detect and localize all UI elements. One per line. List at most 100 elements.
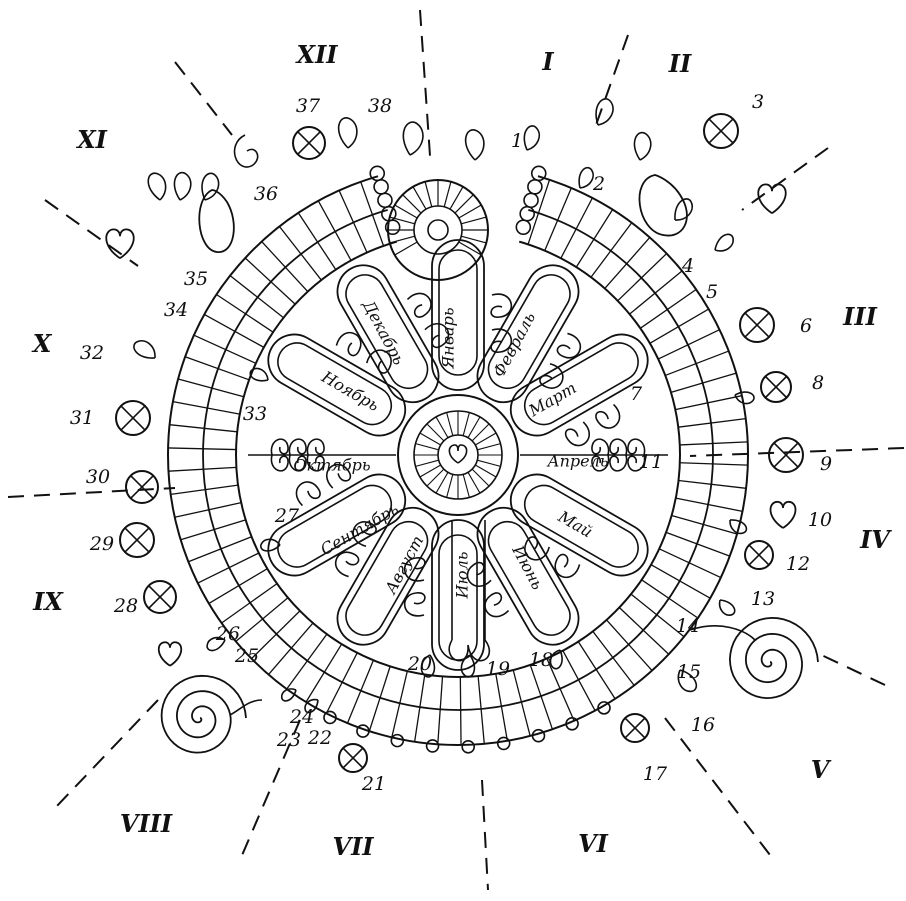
sector-label: II: [668, 49, 692, 78]
ring-cell-divider: [591, 223, 632, 277]
loop-ornament: [712, 231, 737, 256]
sector-label: VI: [578, 829, 609, 858]
ring-cell-divider: [630, 271, 683, 314]
loop-ornament: [145, 171, 170, 202]
month-label: Сентябрь: [317, 499, 402, 559]
ring-cell-divider: [287, 634, 327, 689]
loop-ornament: [726, 517, 748, 537]
ring-cell-divider: [618, 254, 667, 301]
ring-bump: [498, 737, 510, 749]
number-label: 27: [274, 505, 300, 527]
ring-cell-divider: [369, 666, 390, 731]
number-label: 31: [70, 407, 94, 429]
sector-label: X: [31, 329, 53, 358]
number-label: 16: [691, 714, 715, 736]
number-label: 7: [630, 383, 643, 405]
sector-divider: [815, 652, 885, 685]
month-label: Июль: [453, 552, 472, 600]
center-hub: [398, 395, 518, 515]
ring-gap: [375, 155, 540, 251]
teardrop-ornament: [639, 175, 686, 236]
loop-ornament: [131, 337, 160, 362]
spiral-ornament: [162, 676, 246, 753]
ring-cell-divider: [168, 467, 236, 471]
sector-label: XII: [294, 40, 338, 69]
ring-cell-divider: [339, 190, 367, 252]
number-label: 15: [677, 661, 701, 683]
sector-label: III: [842, 302, 877, 331]
sector-divider: [742, 148, 828, 210]
sector-divider: [55, 700, 158, 808]
number-label: 2: [592, 173, 605, 195]
number-label: 14: [676, 615, 700, 637]
number-label: 8: [812, 372, 824, 394]
number-label: 9: [820, 453, 832, 475]
month-label: Октябрь: [293, 456, 370, 475]
number-label: 37: [296, 95, 321, 117]
ring-cell-divider: [640, 289, 696, 328]
number-label: 18: [529, 649, 553, 671]
month-petal: [501, 325, 671, 469]
loop-ornament: [279, 685, 298, 703]
ring-cell-divider: [545, 188, 572, 251]
ring-cell-divider: [680, 463, 748, 465]
sector-label: V: [811, 755, 832, 784]
number-label: 20: [407, 653, 432, 675]
sector-label: VII: [332, 832, 374, 861]
number-label: 13: [751, 588, 775, 610]
loop-ornament: [734, 391, 754, 404]
number-label: 26: [215, 623, 240, 645]
number-label: 24: [289, 706, 314, 728]
month-label: Ноябрь: [318, 367, 383, 415]
ring-cell-divider: [236, 598, 288, 642]
number-label: 10: [808, 509, 832, 531]
ring-cell-divider: [593, 631, 634, 685]
sector-divider: [665, 718, 770, 855]
heart-icon: [758, 184, 786, 213]
ring-cell-divider: [460, 677, 461, 745]
sector-label: XI: [75, 125, 108, 154]
sector-divider: [690, 448, 904, 456]
number-label: 23: [276, 729, 301, 751]
curl-ornament: [235, 135, 258, 167]
ring-cell-divider: [194, 335, 256, 363]
number-label: 34: [164, 299, 188, 321]
loop-ornament: [337, 116, 360, 149]
ring-cell-divider: [168, 448, 236, 450]
number-label: 4: [681, 255, 694, 277]
sector-label: VIII: [120, 809, 173, 838]
number-label: 17: [643, 763, 668, 785]
sector-divider: [175, 62, 232, 135]
number-label: 22: [307, 727, 332, 749]
number-label: 28: [113, 595, 138, 617]
loop-ornament: [200, 172, 221, 202]
ring-cell-divider: [269, 623, 313, 674]
number-label: 33: [243, 403, 267, 425]
number-label: 38: [368, 95, 392, 117]
ring-cell-divider: [642, 580, 698, 618]
month-label: Январь: [439, 307, 458, 369]
number-label: 25: [234, 645, 259, 667]
month-label: Март: [525, 378, 580, 421]
sector-divider: [596, 35, 628, 125]
loop-ornament: [403, 122, 423, 155]
number-label: 19: [486, 658, 510, 680]
number-label: 30: [86, 466, 110, 488]
ring-cell-divider: [680, 442, 748, 445]
number-label: 29: [89, 533, 114, 555]
sector-label: IV: [859, 525, 892, 554]
ring-cell-divider: [530, 665, 552, 729]
month-label: Апрель: [546, 452, 608, 471]
number-label: 1: [511, 130, 523, 152]
ring-cell-divider: [181, 520, 246, 540]
number-label: 5: [706, 281, 718, 303]
ring-cell-divider: [666, 532, 730, 556]
number-label: 11: [639, 451, 663, 473]
spiral-ornament: [730, 618, 818, 698]
loop-ornament: [174, 173, 190, 200]
ring-cell-divider: [347, 660, 373, 723]
ring-cell-divider: [230, 276, 283, 318]
ring-bump: [427, 740, 439, 752]
